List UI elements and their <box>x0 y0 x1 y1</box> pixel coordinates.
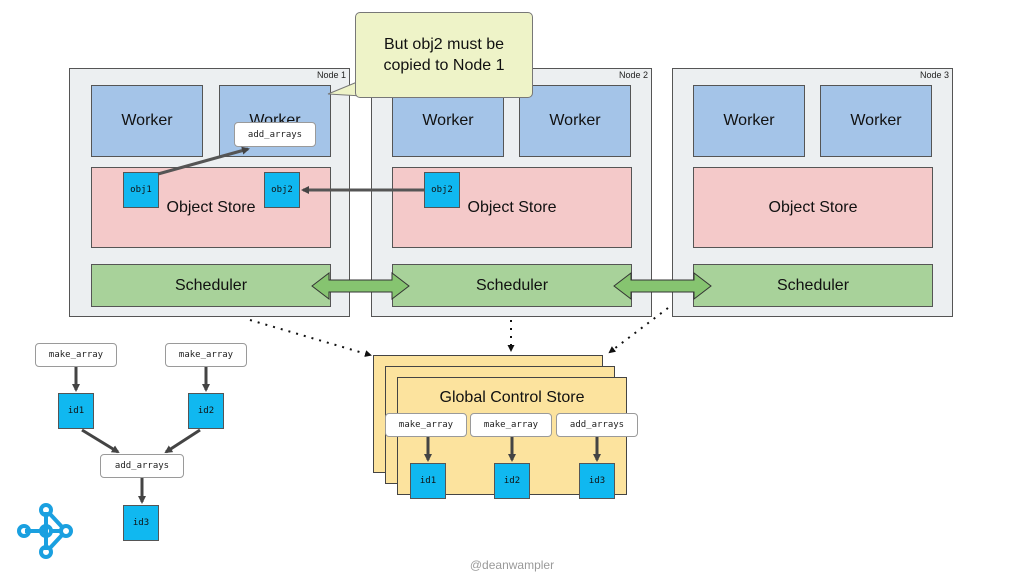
node-3-worker-1: Worker <box>693 85 805 157</box>
gcs-task-add-arrays: add_arrays <box>556 413 638 437</box>
gcs-id2: id2 <box>494 463 530 499</box>
gcs-id1: id1 <box>410 463 446 499</box>
node-1-task-add-arrays: add_arrays <box>234 122 316 147</box>
node-3-label: Node 3 <box>919 70 949 80</box>
node-2-worker-2: Worker <box>519 85 631 157</box>
gcs-task-make-array-2: make_array <box>470 413 552 437</box>
callout-note: But obj2 must be copied to Node 1 <box>355 12 533 98</box>
dag-arrow-id1-to-add <box>81 428 120 454</box>
dag-task-make-array-1: make_array <box>35 343 117 367</box>
dag-id3: id3 <box>123 505 159 541</box>
gcs-id3: id3 <box>579 463 615 499</box>
node-1-scheduler: Scheduler <box>91 264 331 307</box>
node-1-label: Node 1 <box>316 70 346 80</box>
dag-task-make-array-2: make_array <box>165 343 247 367</box>
dotted-node1-to-gcs <box>249 319 372 357</box>
ray-logo-icon <box>17 503 73 559</box>
node-1-worker-1: Worker <box>91 85 203 157</box>
node-2-scheduler: Scheduler <box>392 264 632 307</box>
node-3-scheduler: Scheduler <box>693 264 933 307</box>
node-1-obj2: obj2 <box>264 172 300 208</box>
dag-task-add-arrays: add_arrays <box>100 454 184 478</box>
node-2-obj2: obj2 <box>424 172 460 208</box>
footer-handle: @deanwampler <box>469 558 555 572</box>
node-2-label: Node 2 <box>618 70 648 80</box>
dag-id2: id2 <box>188 393 224 429</box>
dag-id1: id1 <box>58 393 94 429</box>
gcs-task-make-array-1: make_array <box>385 413 467 437</box>
node-3-worker-2: Worker <box>820 85 932 157</box>
gcs-title: Global Control Store <box>439 389 585 406</box>
node-1-obj1: obj1 <box>123 172 159 208</box>
node-3-object-store: Object Store <box>693 167 933 248</box>
dag-arrow-id2-to-add <box>164 428 201 454</box>
